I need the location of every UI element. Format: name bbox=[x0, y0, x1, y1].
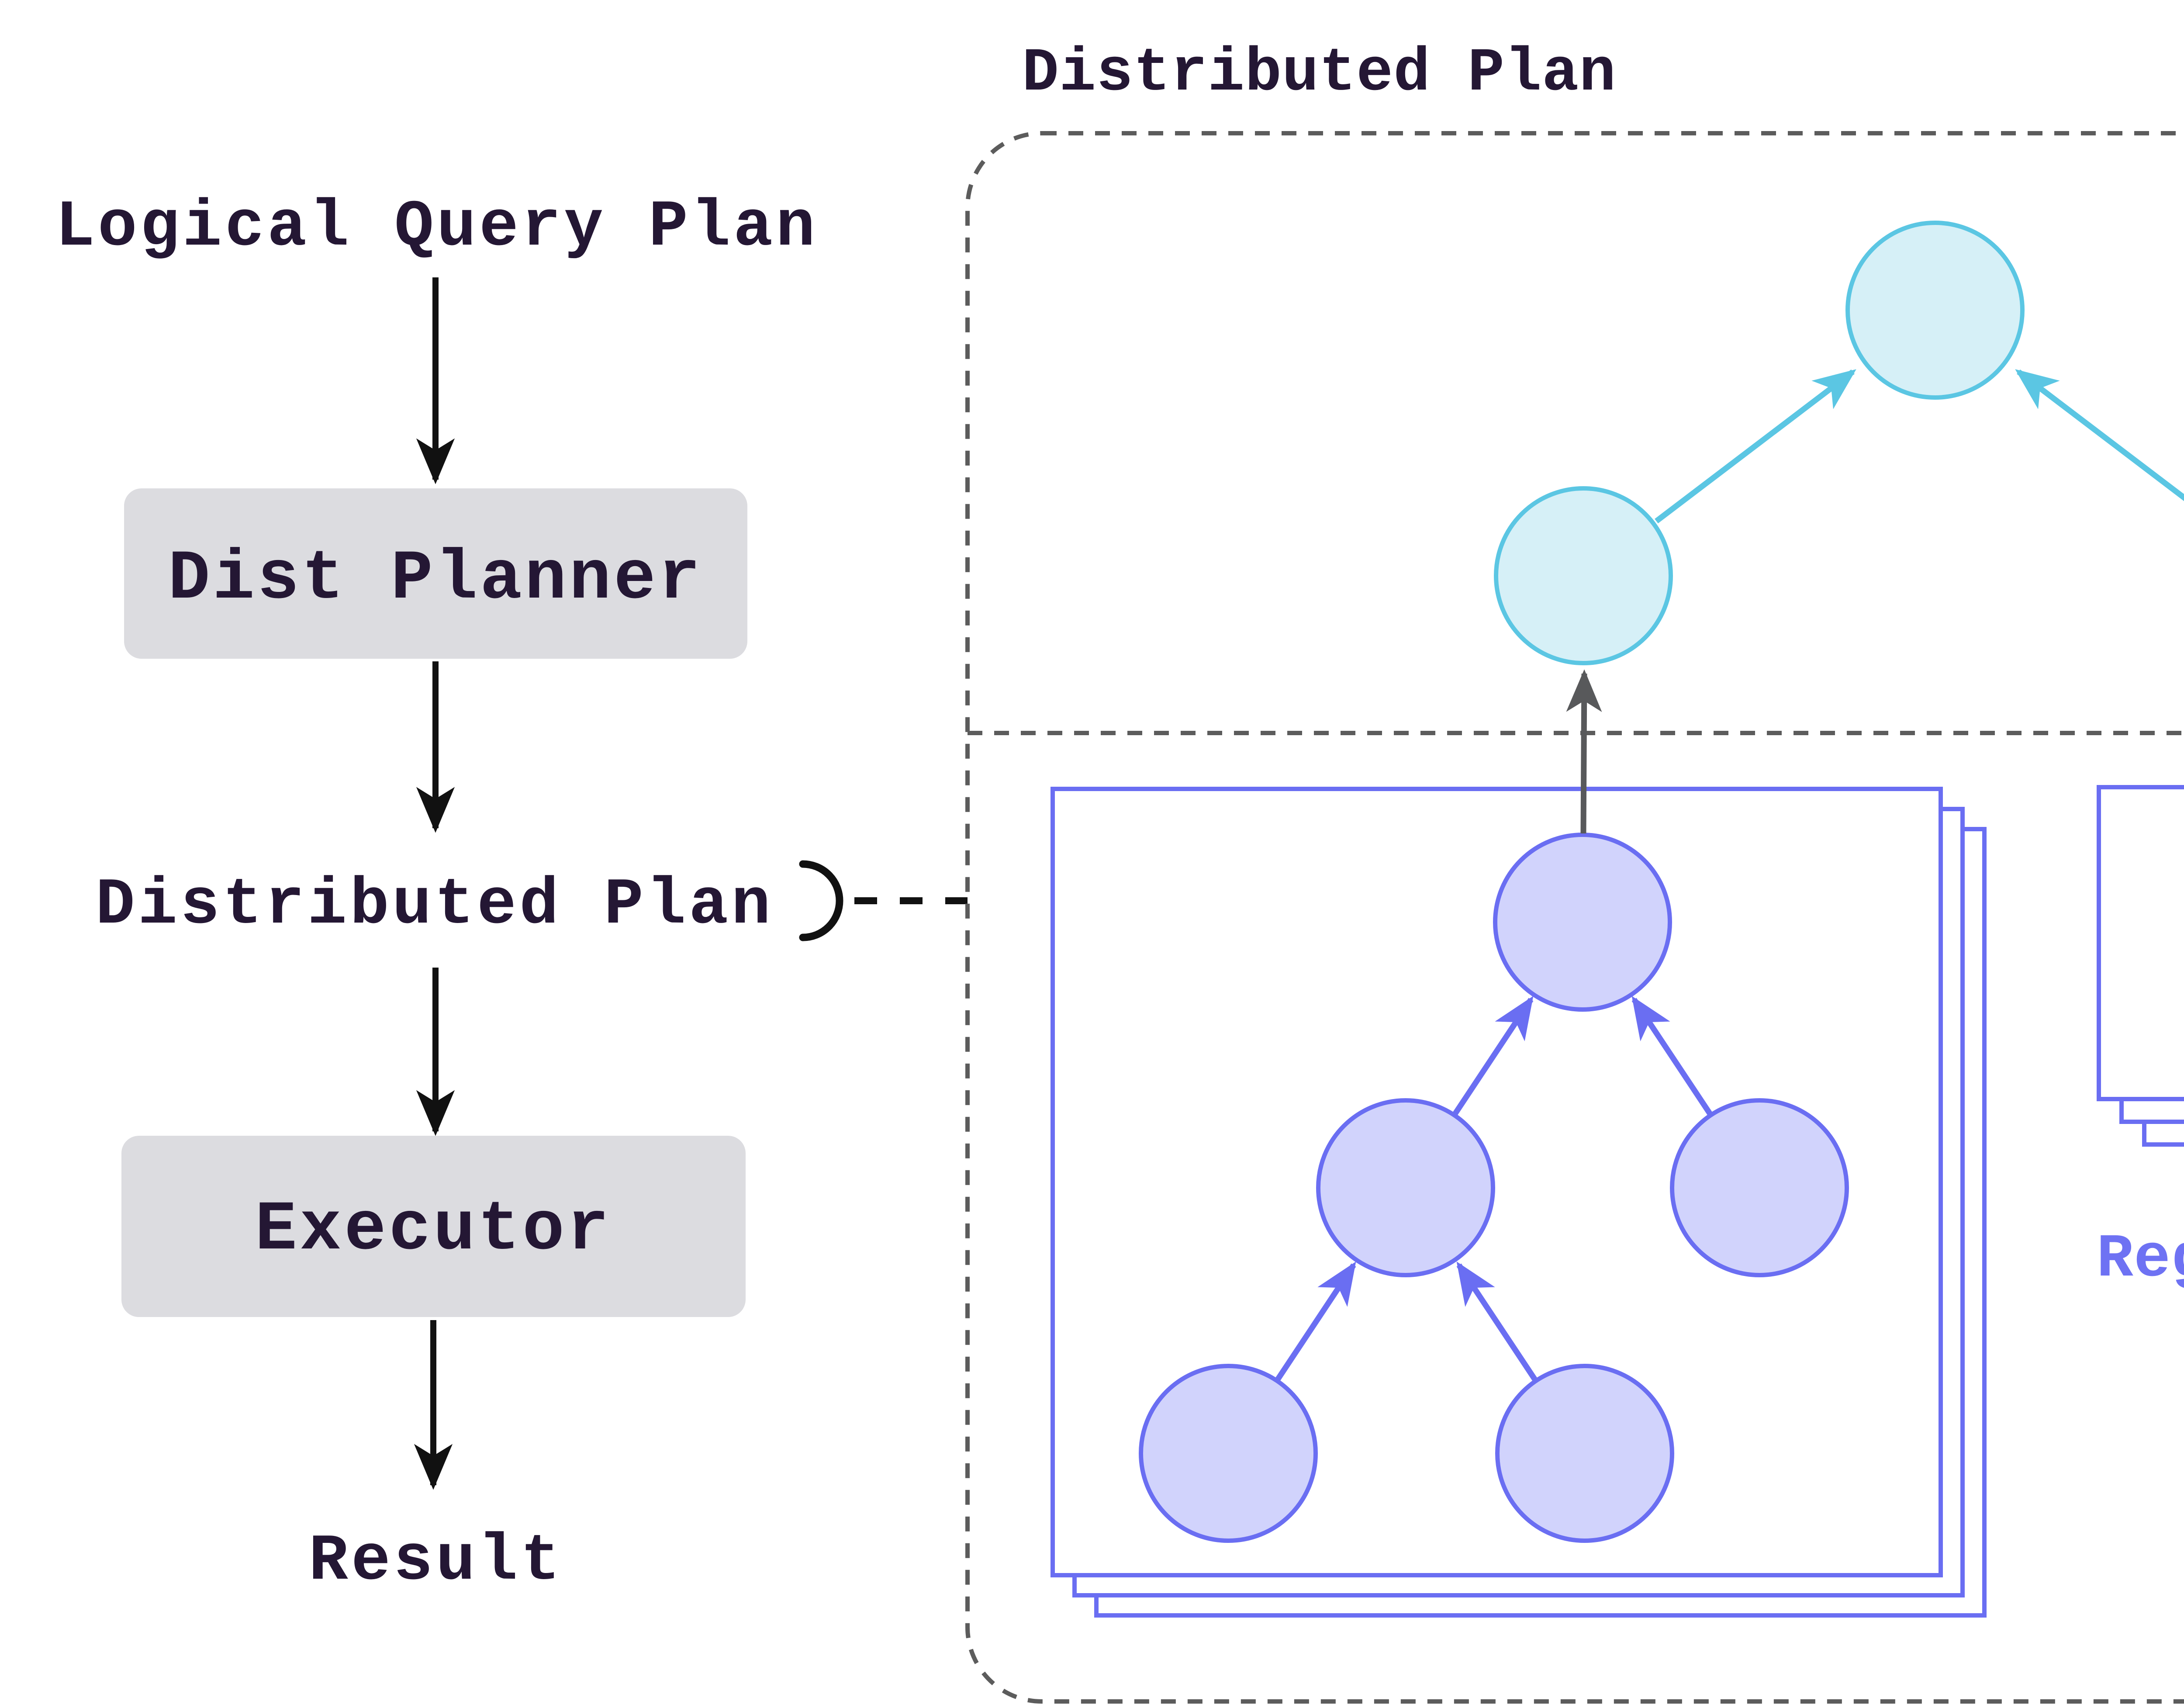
left-flow: Logical Query Plan Dist Planner Distribu… bbox=[55, 190, 968, 1599]
frontend-tree bbox=[1494, 221, 2184, 665]
dist-planner-box bbox=[124, 488, 747, 659]
datanode-edge-bottomleft-to-midleft bbox=[1274, 1261, 1356, 1383]
result-label: Result bbox=[309, 1525, 563, 1599]
datanode-right-region-stack bbox=[2097, 785, 2184, 1147]
datanode-root-node bbox=[1493, 833, 1672, 1012]
frontend-edge-left bbox=[1655, 369, 1856, 524]
datanode-bottomright-node bbox=[1495, 1364, 1674, 1543]
datanode-midright-node bbox=[1670, 1098, 1849, 1277]
dist-planner-label: Dist Planner bbox=[168, 540, 703, 619]
container-title: Distributed Plan bbox=[1022, 39, 1616, 108]
connector-left-datanode-to-frontend bbox=[1566, 669, 1602, 834]
datanode-edge-midleft-to-root bbox=[1451, 996, 1534, 1117]
datanode-bottomleft-node bbox=[1139, 1364, 1318, 1543]
frontend-left-node bbox=[1494, 486, 1673, 665]
datanode-left-region-stack bbox=[1051, 787, 1987, 1618]
distributed-plan-container: Distributed Plan Frontend Stage Datanode… bbox=[965, 39, 2184, 1704]
container-dashed-border bbox=[965, 131, 2184, 1704]
distributed-plan-label: Distributed Plan bbox=[96, 868, 774, 943]
executor-box bbox=[121, 1136, 746, 1317]
executor-label: Executor bbox=[255, 1191, 612, 1270]
region-sheet-front-small bbox=[2097, 785, 2184, 1101]
distributed-plan-brace bbox=[799, 860, 843, 941]
datanode-edge-midright-to-root bbox=[1631, 996, 1714, 1117]
logical-query-plan-label: Logical Query Plan bbox=[55, 190, 818, 265]
datanode-midleft-node bbox=[1316, 1098, 1495, 1277]
frontend-edge-right bbox=[2015, 369, 2184, 501]
datanode-edge-bottomright-to-midleft bbox=[1456, 1261, 1538, 1383]
frontend-root-node bbox=[1845, 221, 2025, 400]
regions-label: Regions bbox=[2097, 1225, 2184, 1294]
